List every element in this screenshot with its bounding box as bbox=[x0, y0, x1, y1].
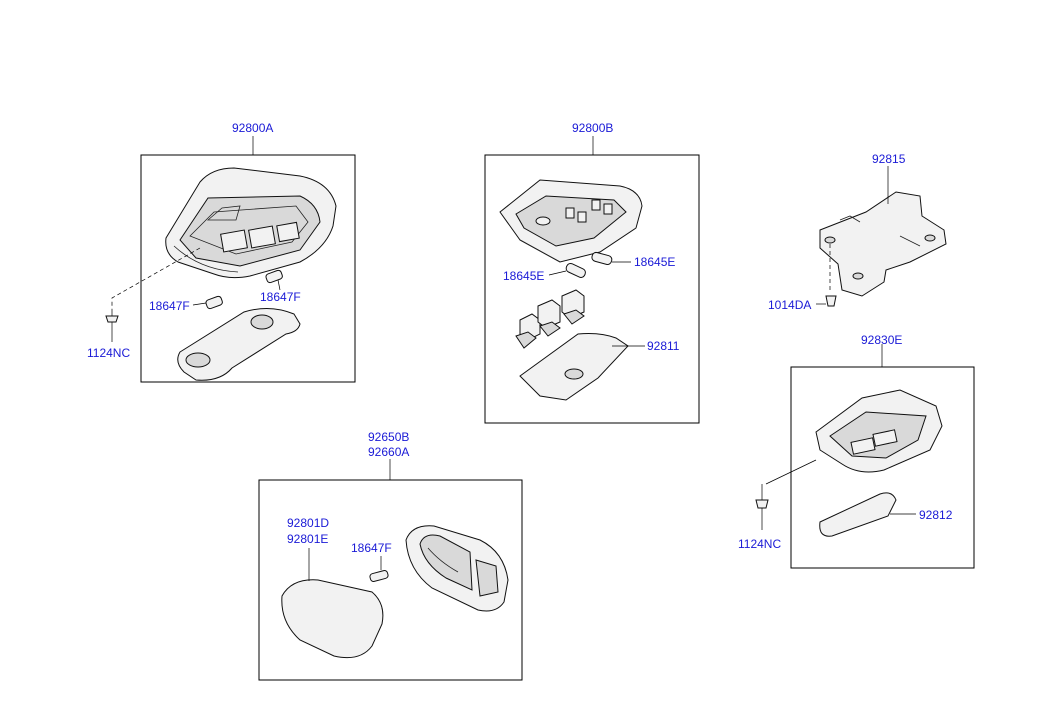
lamp-lens-icon bbox=[281, 548, 384, 659]
group-92800a-frame bbox=[140, 154, 356, 383]
lamp-lens-icon bbox=[177, 308, 301, 381]
label-92800b: 92800B bbox=[572, 121, 613, 135]
screw-icon bbox=[105, 312, 119, 342]
group-92815: 92815 1014DA bbox=[768, 152, 947, 312]
room-lamp-housing-icon bbox=[815, 389, 943, 473]
bulb-18647f-icon bbox=[192, 295, 223, 310]
label-92800a: 92800A bbox=[232, 121, 273, 135]
group-92830e: 92830E 1124NC 92812 bbox=[738, 333, 975, 569]
label-18645e-b: 18645E bbox=[503, 269, 544, 283]
group-92800b: 92800B 18645E 18645E 92811 bbox=[484, 121, 700, 424]
bulb-18645e-icon bbox=[591, 251, 631, 266]
label-92650b: 92650B bbox=[368, 430, 409, 444]
group-92800b-frame bbox=[484, 154, 700, 424]
group-92650b: 92650B 92660A 92801D 92801E 18647F bbox=[258, 430, 523, 681]
screw-icon bbox=[755, 484, 769, 530]
label-92660a: 92660A bbox=[368, 445, 409, 459]
label-92830e: 92830E bbox=[861, 333, 902, 347]
label-92815: 92815 bbox=[872, 152, 906, 166]
label-92801d: 92801D bbox=[287, 516, 329, 530]
label-18645e-a: 18645E bbox=[634, 255, 675, 269]
lamp-housing-icon bbox=[405, 525, 509, 612]
overhead-console-icon bbox=[499, 179, 643, 263]
bolt-icon bbox=[816, 244, 837, 307]
label-1124nc-b: 1124NC bbox=[738, 537, 781, 551]
bulb-18647f-icon bbox=[265, 269, 283, 291]
label-18647f-c: 18647F bbox=[351, 541, 392, 555]
switch-buttons-icon bbox=[515, 289, 585, 349]
group-92650b-frame bbox=[258, 479, 523, 681]
bracket-icon bbox=[819, 191, 947, 297]
room-lamp-lens-icon bbox=[819, 492, 916, 537]
console-lens-icon bbox=[519, 333, 645, 401]
bulb-18647f-icon bbox=[369, 556, 389, 583]
label-1014da: 1014DA bbox=[768, 298, 811, 312]
label-1124nc: 1124NC bbox=[87, 346, 130, 360]
label-92812: 92812 bbox=[919, 508, 953, 522]
group-92830e-frame bbox=[790, 366, 975, 569]
label-92811: 92811 bbox=[647, 339, 680, 353]
map-lamp-housing-icon bbox=[165, 167, 337, 279]
bulb-18645e-icon bbox=[548, 262, 586, 278]
group-92800a: 92800A 18647F 18647F 1124NC bbox=[87, 121, 356, 383]
label-18647f-a: 18647F bbox=[149, 299, 190, 313]
label-92801e: 92801E bbox=[287, 532, 328, 546]
label-18647f-b: 18647F bbox=[260, 290, 301, 304]
